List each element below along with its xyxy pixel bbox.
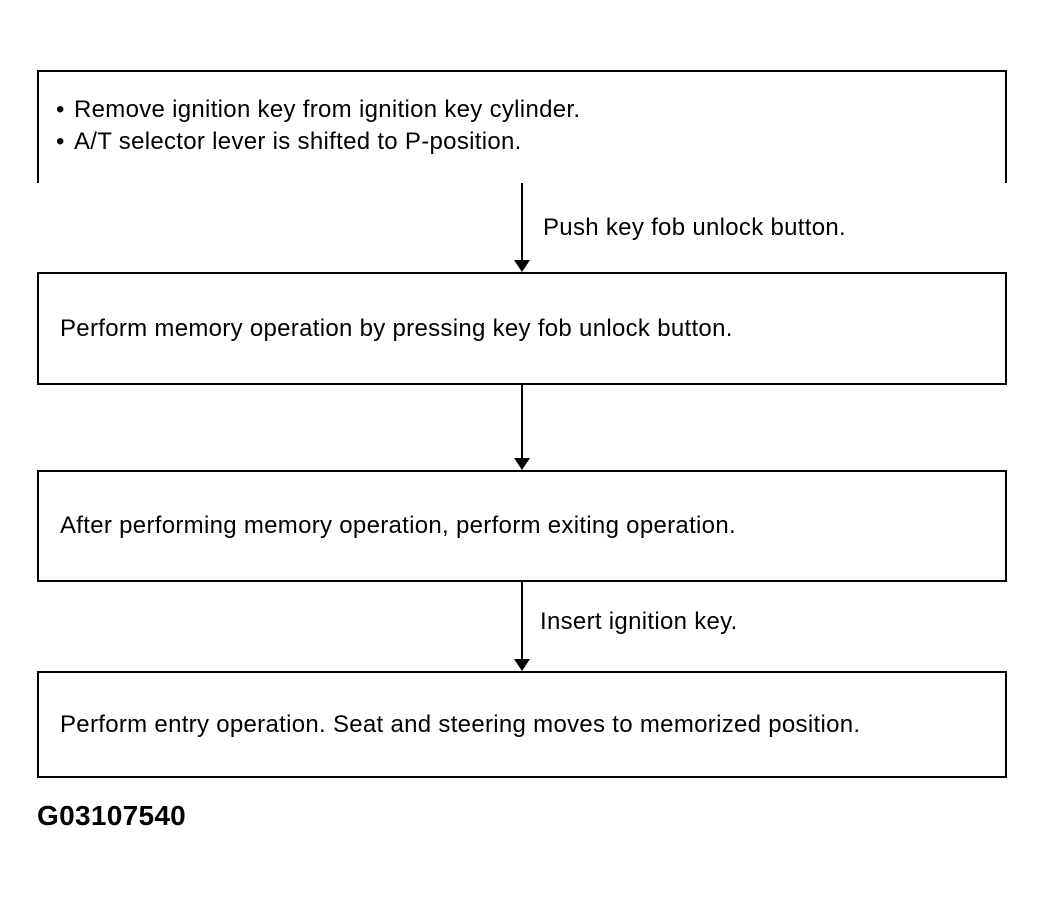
precondition-line-2: • A/T selector lever is shifted to P-pos… — [56, 126, 985, 158]
bullet-icon: • — [56, 96, 65, 123]
bullet-icon: • — [56, 128, 65, 155]
arrow-line — [521, 385, 523, 458]
memory-operation-text: Perform memory operation by pressing key… — [60, 314, 733, 342]
arrow-down-icon — [514, 458, 530, 470]
precondition-text-1: Remove ignition key from ignition key cy… — [74, 96, 581, 123]
entry-operation-text: Perform entry operation. Seat and steeri… — [60, 710, 861, 738]
arrow-line — [521, 582, 523, 659]
flow-arrow-2 — [513, 385, 531, 470]
flow-box-exiting-operation: After performing memory operation, perfo… — [37, 470, 1007, 582]
arrow-down-icon — [514, 260, 530, 272]
arrow-down-icon — [514, 659, 530, 671]
arrow-label-push-key-fob: Push key fob unlock button. — [543, 214, 846, 241]
precondition-line-1: • Remove ignition key from ignition key … — [56, 94, 985, 126]
flow-arrow-1 — [513, 183, 531, 272]
arrow-line — [521, 183, 523, 260]
precondition-text-2: A/T selector lever is shifted to P-posit… — [74, 128, 522, 155]
flow-box-memory-operation: Perform memory operation by pressing key… — [37, 272, 1007, 385]
flow-box-preconditions: • Remove ignition key from ignition key … — [37, 70, 1007, 183]
flow-box-entry-operation: Perform entry operation. Seat and steeri… — [37, 671, 1007, 778]
figure-id: G03107540 — [37, 800, 187, 831]
flow-arrow-3 — [513, 582, 531, 671]
exiting-operation-text: After performing memory operation, perfo… — [60, 512, 736, 539]
arrow-label-insert-ignition-key: Insert ignition key. — [540, 608, 738, 635]
